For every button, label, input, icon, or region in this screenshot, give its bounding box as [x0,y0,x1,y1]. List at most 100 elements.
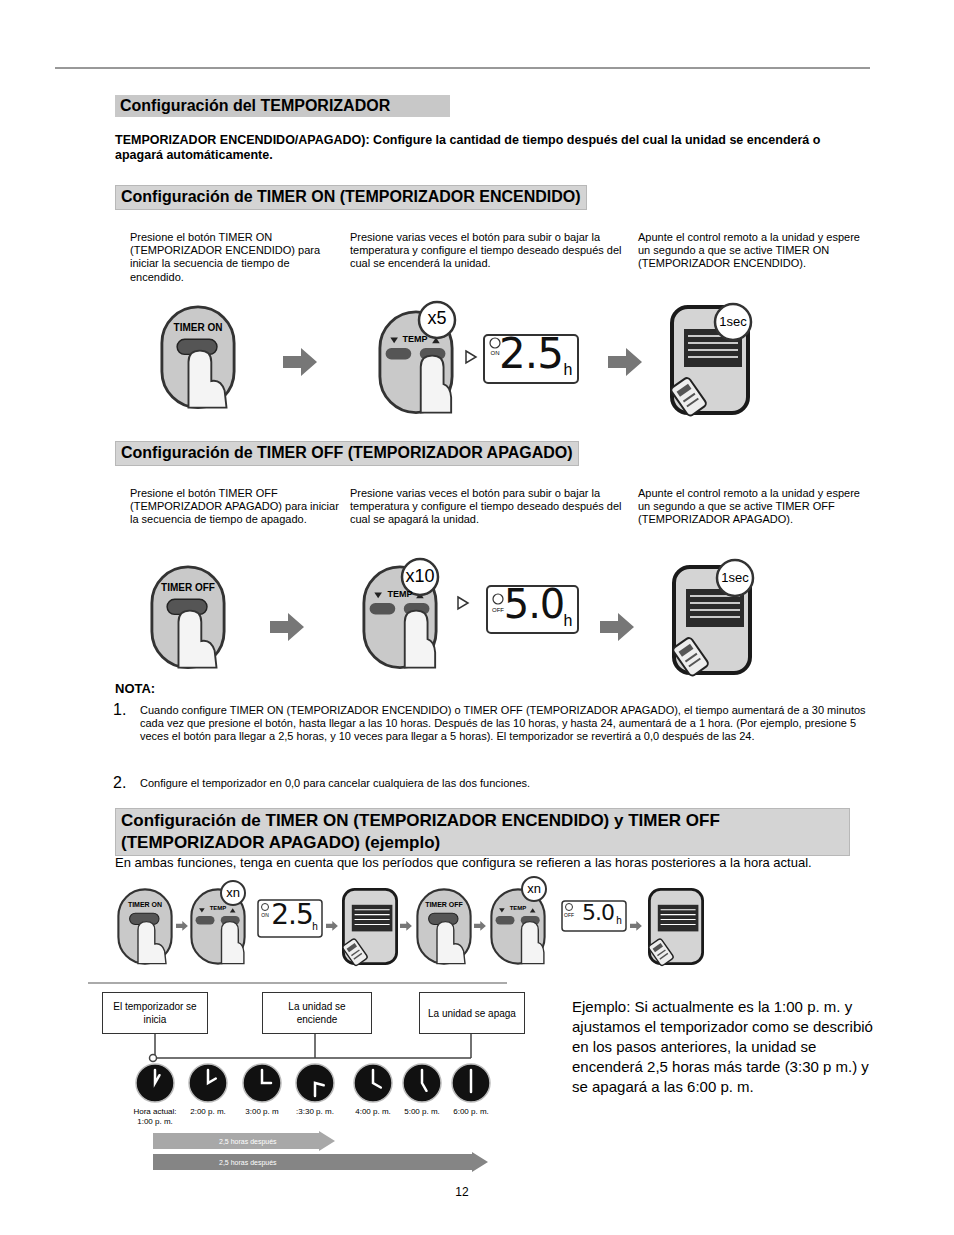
clock-face [243,1064,281,1102]
label-text: Cuando configure TIMER ON (TEMPORIZADOR … [140,704,870,744]
drawing-part [283,348,317,376]
drawing-part [262,904,269,911]
label-text: Hora actual: 1:00 p. m. [127,1107,183,1126]
drawing-part [417,889,470,963]
node-text: Configuración de TIMER OFF (TEMPORIZADOR… [121,443,573,464]
clock-hands [373,1070,381,1088]
clock-hands [155,1070,160,1083]
label-text: TIMER ON [163,322,233,334]
clock [403,1064,441,1102]
label-text: Presione varias veces el botón para subi… [350,231,630,271]
clock-hands [470,1070,473,1092]
node-text: Configuración de TIMER ON (TEMPORIZADOR … [121,810,844,854]
node-text: La unidad se apaga [426,1007,518,1020]
label-text: TIMER ON [120,901,170,909]
drawing-part [270,613,304,641]
drawing-part [176,921,188,931]
label-text: 1sec [715,314,751,330]
timeline-box: El temporizador se inicia [102,992,208,1034]
label-text: h [614,915,624,927]
label-text: Apunte el control remoto a la unidad y e… [638,487,870,527]
label-text: Configure el temporizador en 0,0 para ca… [140,777,870,790]
drawing-part [400,921,412,931]
node-text: 2,5 horas después [219,1159,277,1166]
clock-face [403,1064,441,1102]
display-digits: 2.5 [491,333,571,375]
label-text: ON [259,912,271,918]
display-digits: 2.5 [264,901,320,929]
label-text: 6:00 p. m. [448,1107,494,1117]
clock-hands [422,1070,427,1091]
label-text: Ejemplo: Si actualmente es la 1:00 p. m.… [572,997,884,1097]
count-badge [522,877,546,901]
label-text: 4:00 p. m. [350,1107,396,1117]
label-text: Apunte el control remoto a la unidad y e… [638,231,870,271]
arrow-fill [153,1152,488,1172]
drawing-part [342,889,397,966]
label-text: :3:30 p. m. [292,1107,338,1117]
node-text: Configuración de TIMER ON (TEMPORIZADOR … [121,187,581,208]
time-badge [717,560,753,596]
label-text: h [561,611,575,630]
title-text: Configuración del TEMPORIZADOR [120,97,445,115]
drawing-part [608,348,642,376]
label-text: TEMP [380,589,420,600]
section-heading: Configuración de TIMER ON (TEMPORIZADOR … [115,808,850,856]
top-rule [55,68,870,69]
clock-face [354,1064,392,1102]
label-text: h [310,921,320,933]
count-badge [221,881,245,905]
label-text: 5:00 p. m. [399,1107,445,1117]
drawing-part [118,889,171,963]
drawing-part [600,613,634,641]
clock [452,1064,490,1102]
label-text: TEMP [503,905,533,912]
display-digits: 5.0 [573,902,623,924]
label-text: TIMER OFF [153,582,223,594]
divider [88,982,507,984]
drawing-part [474,921,486,931]
label-text: TEMP [395,334,435,345]
duration-arrow: 2,5 horas después [153,1152,488,1172]
label-text: xn [522,881,546,897]
arrow-shape [153,1152,488,1172]
label-text: 3:00 p. m [239,1107,285,1117]
clock-hands [262,1070,271,1083]
label-text: xn [221,885,245,901]
drawing-part [326,921,338,931]
label-text: TIMER OFF [416,901,472,909]
drawing-part [490,338,500,348]
label-text: 2. [113,773,133,792]
label-text: Presione el botón TIMER ON (TEMPORIZADOR… [130,231,342,284]
label-text: 12 [450,1185,474,1199]
label-text: En ambas funciones, tenga en cuenta que … [115,855,915,871]
label-text: NOTA: [115,681,175,697]
count-badge [419,302,455,338]
clock [296,1064,334,1102]
clock [136,1064,174,1102]
label-text: Presione el botón TIMER OFF (TEMPORIZADO… [130,487,342,527]
label-text: Presione varias veces el botón para subi… [350,487,630,527]
label-text: h [561,360,575,379]
label-text: 1. [113,700,133,719]
label-text: x5 [419,308,455,330]
label-text: TEMPORIZADOR ENCENDIDO/APAGADO): Configu… [115,133,840,163]
drawing-part [493,594,503,604]
clock-face [136,1064,174,1102]
drawing-part [630,921,642,931]
clock-hands [315,1083,324,1096]
timeline-box: La unidad se enciende [262,992,372,1034]
drawing-part [566,904,573,911]
arrow-fill [153,1131,335,1151]
display-digits: 5.0 [494,584,574,624]
clock-face [189,1064,227,1102]
display [258,900,322,937]
clock-faces [136,1064,490,1102]
section-heading: Configuración de TIMER ON (TEMPORIZADOR … [115,185,587,210]
start-dot [150,1055,157,1062]
label-text: 2:00 p. m. [185,1107,231,1117]
node-text: La unidad se enciende [269,1000,365,1026]
timeline-bracket [153,1034,471,1058]
duration-arrow: 2,5 horas después [153,1131,335,1151]
